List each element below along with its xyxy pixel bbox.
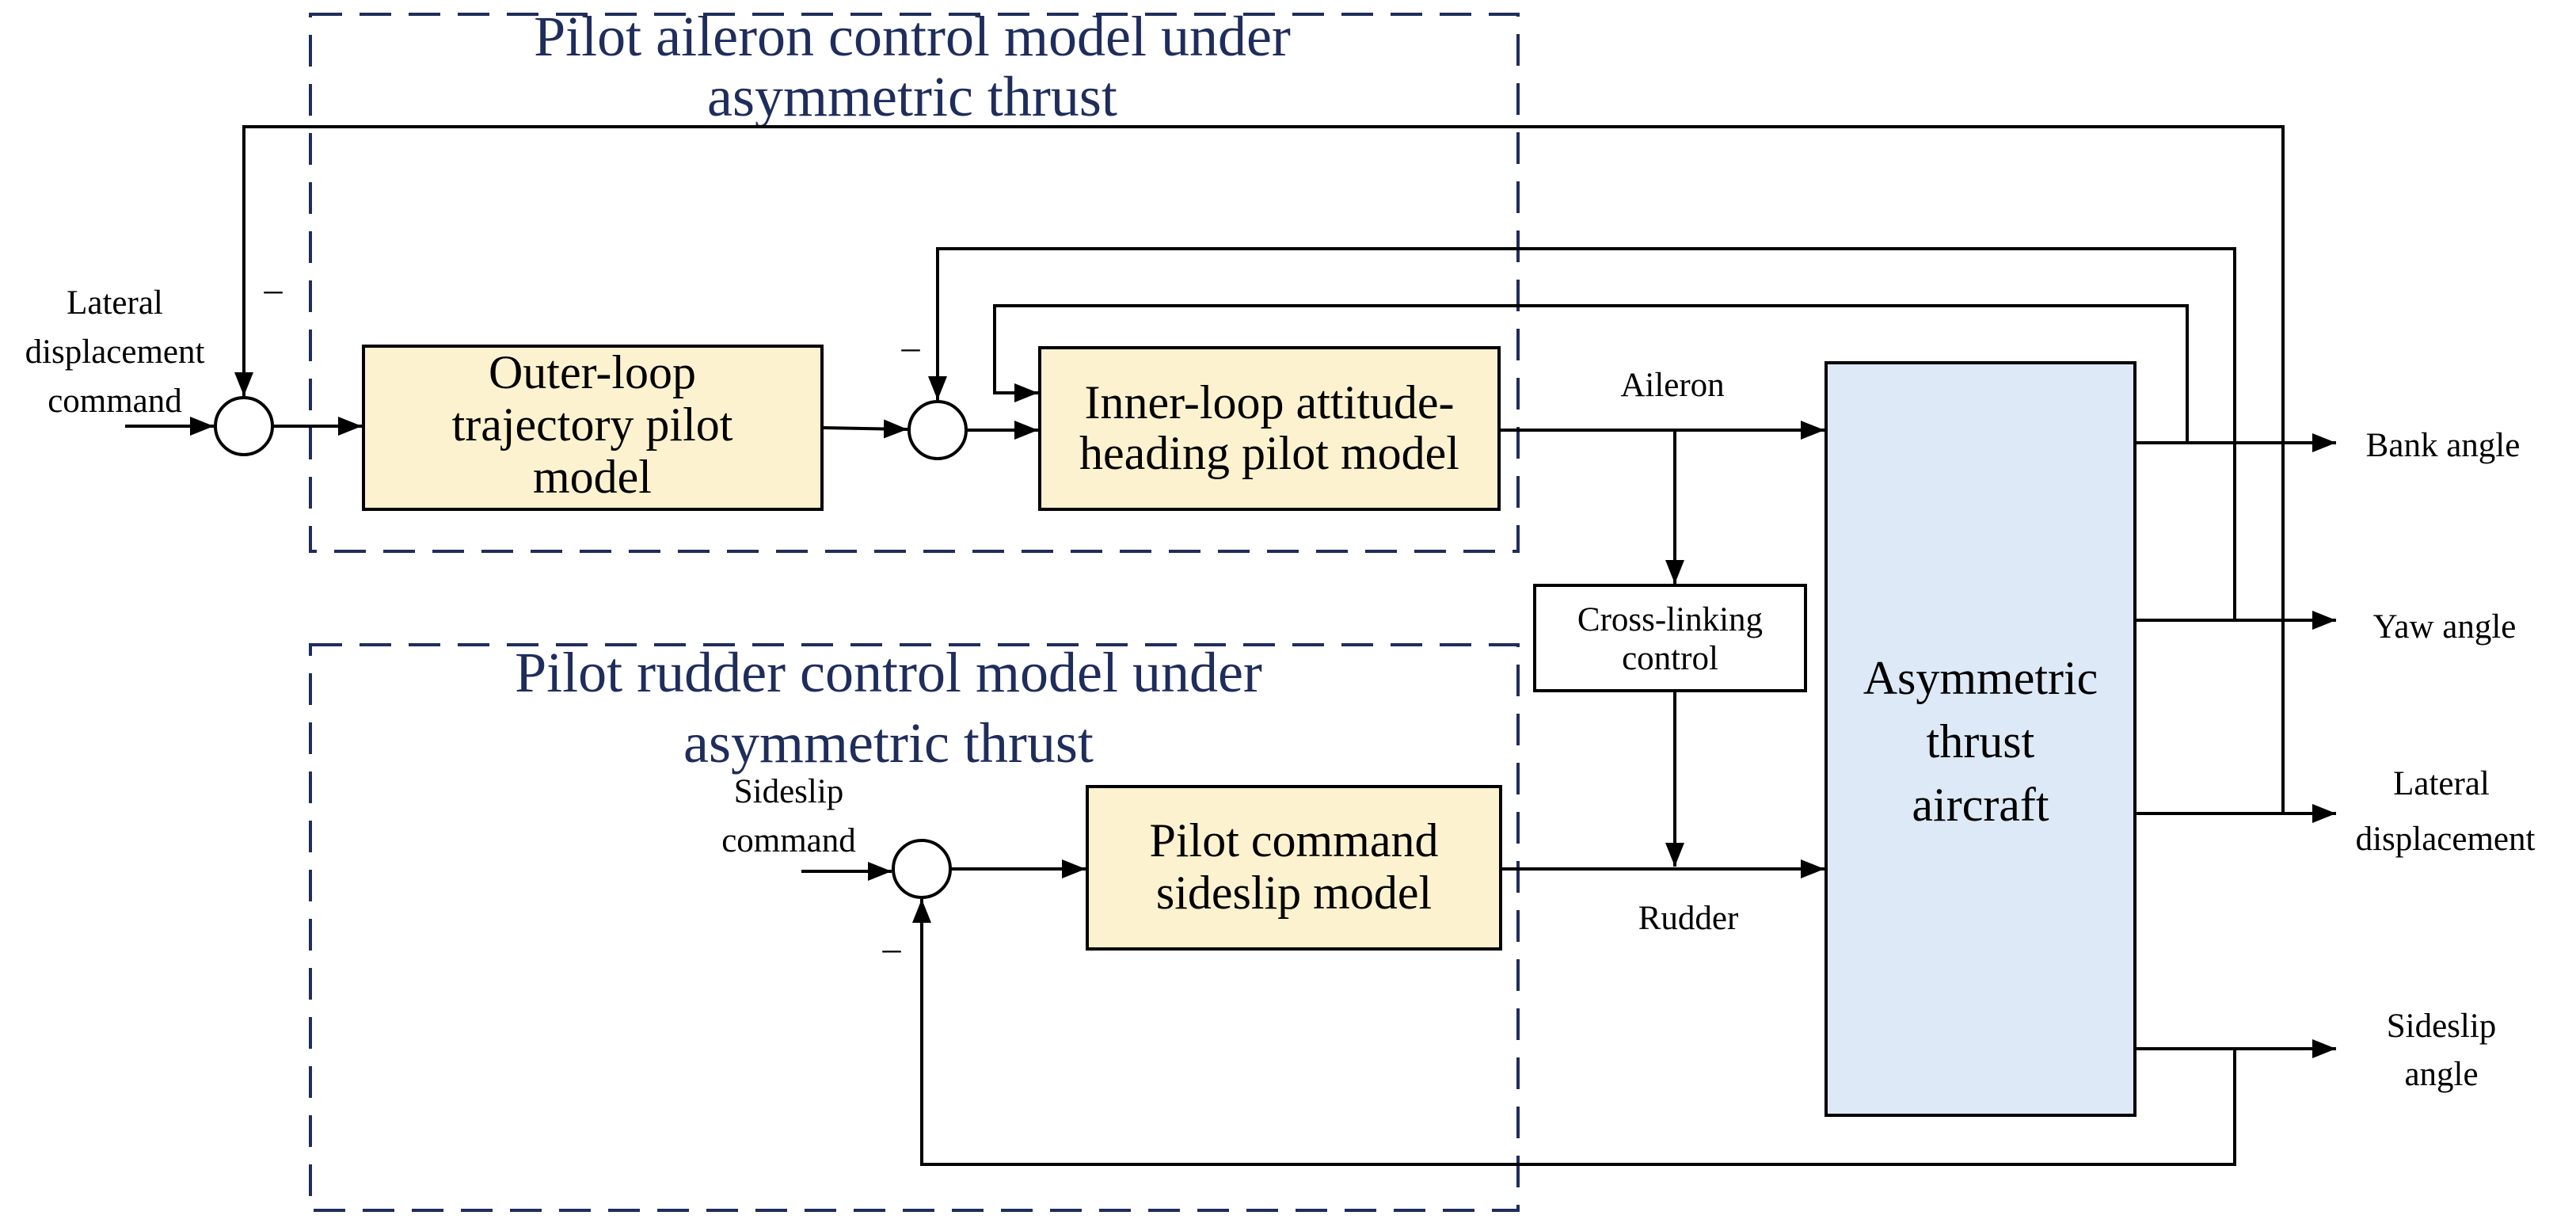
lateral-out-label-2: displacement — [2356, 821, 2536, 858]
aircraft-label-3: aircraft — [1912, 779, 2049, 831]
arrow-outer-to-junction — [821, 419, 908, 439]
aileron-label: Aileron — [1620, 367, 1724, 404]
aircraft-block — [1825, 361, 2137, 1117]
aileron-group-title-line1: Pilot aileron control model under — [534, 5, 1291, 68]
outer-loop-block — [362, 345, 824, 511]
feedback-yaw-angle — [928, 247, 2236, 620]
lateral-cmd-label-2: displacement — [25, 333, 205, 371]
aircraft-label-2: thrust — [1927, 715, 2035, 768]
sideslip-cmd-label-1: Sideslip — [734, 773, 844, 810]
summing-junction-lateral — [214, 396, 274, 456]
aircraft-label-1: Asymmetric — [1863, 652, 2098, 704]
outer-loop-label-2: trajectory pilot — [452, 398, 733, 451]
lateral-out-label-1: Lateral — [2393, 765, 2490, 802]
aileron-group-frame — [309, 13, 1520, 553]
lateral-cmd-label-3: command — [48, 383, 182, 420]
bank-angle-label: Bank angle — [2366, 427, 2521, 464]
outer-loop-label-1: Outer-loop — [489, 346, 696, 398]
sideslip-model-label-2: sideslip model — [1156, 867, 1432, 919]
rudder-group-frame — [309, 643, 1520, 1212]
sideslip-out-label-2: angle — [2404, 1056, 2478, 1093]
cross-linking-block — [1533, 584, 1807, 692]
inner-loop-label-2: heading pilot model — [1079, 427, 1459, 479]
sideslip-model-label-1: Pilot command — [1150, 814, 1439, 867]
minus-sign-attitude: – — [901, 326, 921, 367]
minus-sign-lateral: – — [264, 269, 283, 309]
sideslip-out-label-1: Sideslip — [2387, 1008, 2497, 1045]
lateral-cmd-label-1: Lateral — [67, 284, 163, 322]
feedback-lateral-displacement — [234, 125, 2285, 813]
summing-junction-attitude — [907, 400, 968, 460]
yaw-angle-label: Yaw angle — [2373, 608, 2517, 646]
rudder-group-title-line2: asymmetric thrust — [683, 711, 1094, 775]
sideslip-cmd-label-2: command — [721, 822, 856, 859]
feedback-bank-angle — [993, 304, 2189, 443]
rudder-group-title-line1: Pilot rudder control model under — [515, 641, 1262, 704]
rudder-label: Rudder — [1638, 900, 1739, 937]
feedback-sideslip-angle — [912, 899, 2236, 1166]
cross-linking-label-1: Cross-linking — [1577, 601, 1763, 638]
sideslip-model-block — [1086, 785, 1502, 951]
outer-loop-label-3: model — [533, 451, 652, 503]
minus-sign-sideslip: – — [882, 928, 902, 968]
aileron-group-title-line2: asymmetric thrust — [707, 65, 1117, 128]
inner-loop-label-1: Inner-loop attitude- — [1085, 376, 1455, 429]
summing-junction-sideslip — [892, 839, 952, 899]
cross-linking-label-2: control — [1622, 640, 1718, 677]
